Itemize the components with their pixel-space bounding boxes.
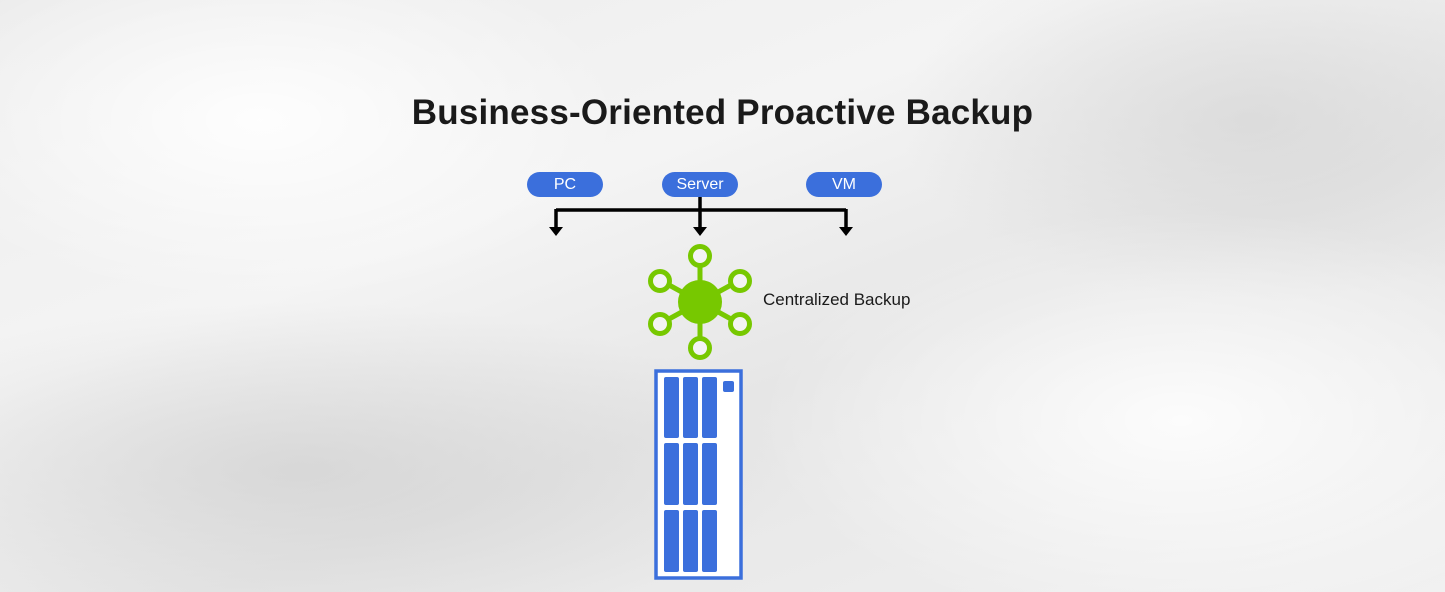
page-title: Business-Oriented Proactive Backup — [411, 93, 1034, 132]
arrow-down-icon — [693, 227, 707, 236]
arrow-down-icon — [549, 227, 563, 236]
connector-lines — [554, 197, 848, 227]
nas-server-icon — [654, 369, 743, 580]
source-vm-badge: VM — [806, 172, 882, 197]
hub-label: Centralized Backup — [763, 290, 911, 309]
arrow-down-icon — [839, 227, 853, 236]
source-server-badge: Server — [662, 172, 738, 197]
hub-network-icon — [648, 244, 752, 360]
source-pc-badge: PC — [527, 172, 603, 197]
